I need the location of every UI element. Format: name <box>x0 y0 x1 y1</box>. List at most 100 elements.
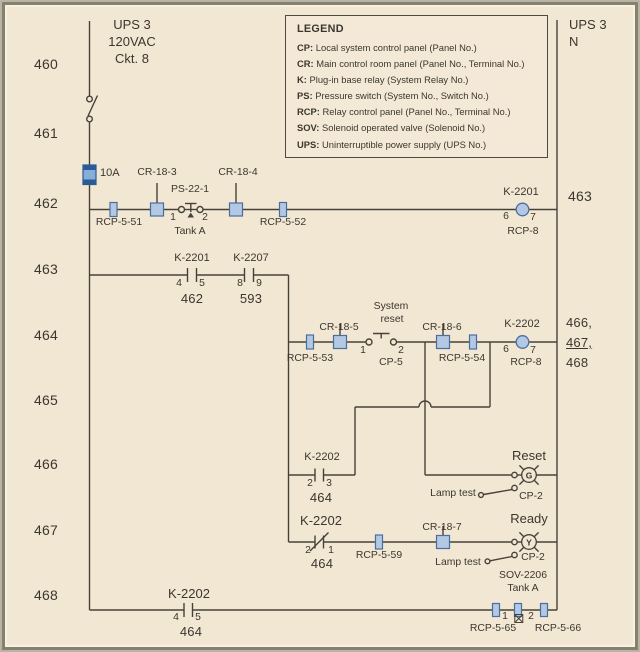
coil-k2202-panel-label: RCP-8 <box>510 357 542 368</box>
left-rail-voltage-label: 120VAC <box>108 34 156 49</box>
sov-contact-terminal-4: 4 <box>173 612 179 623</box>
panel-contact-cr-18-6-icon <box>435 324 451 350</box>
line-number-468: 468 <box>34 587 58 603</box>
line-number-464: 464 <box>34 327 58 343</box>
row464-rcp-right-label: RCP-5-54 <box>438 353 486 364</box>
legend-entry: CP: Local system control panel (Panel No… <box>297 42 477 53</box>
terminal-rcp-5-53-icon <box>305 334 315 350</box>
solenoid-coil-icon <box>513 602 524 623</box>
line-number-465: 465 <box>34 392 58 408</box>
fuse-rating-label: 10A <box>100 167 120 179</box>
pressure-switch-icon <box>177 202 204 218</box>
relay-coil-k2202-icon <box>515 335 530 349</box>
coil-k2202-label: K-2202 <box>504 318 540 330</box>
seal-contact-ref: 464 <box>309 490 333 505</box>
row462-cr-left-label: CR-18-3 <box>137 167 177 178</box>
contact-k2207-label: K-2207 <box>233 252 269 264</box>
panel-contact-cr-18-7-icon <box>435 526 451 550</box>
line-number-467: 467 <box>34 522 58 538</box>
line-number-466: 466 <box>34 456 58 472</box>
legend-entry: SOV: Solenoid operated valve (Solenoid N… <box>297 122 486 134</box>
ready-lamp-label: Ready <box>510 511 548 526</box>
contact-k2207-ref: 593 <box>239 291 263 306</box>
pushbutton-terminal-1: 1 <box>360 345 366 356</box>
reset-lamp-icon <box>511 464 540 486</box>
sov-terminal-1: 1 <box>502 611 508 622</box>
branch-wires <box>354 342 491 475</box>
panel-contact-cr-18-4-icon <box>228 183 244 217</box>
terminal-rcp-5-59-icon <box>374 534 384 550</box>
row467-cr-label: CR-18-7 <box>422 522 462 533</box>
legend-entry: RCP: Relay control panel (Panel No., Ter… <box>297 106 511 118</box>
terminal-rcp-5-51-icon <box>109 201 118 218</box>
pressure-switch-label: PS-22-1 <box>170 184 210 195</box>
nc-contact-terminal-1: 1 <box>328 545 334 556</box>
contact-k2201-ref: 462 <box>180 291 204 306</box>
row464-cr-left-label: CR-18-5 <box>319 322 359 333</box>
nc-contact-terminal-2: 2 <box>305 545 311 556</box>
panel-contact-cr-18-3-icon <box>149 183 165 217</box>
reset-lamp-panel-label: CP-2 <box>519 491 543 502</box>
nc-contact-ref: 464 <box>310 556 334 571</box>
sov-terminal-2: 2 <box>528 611 534 622</box>
contact-k2201-terminal-5: 5 <box>199 278 205 289</box>
legend-entries: CP: Local system control panel (Panel No… <box>297 40 541 153</box>
pushbutton-label-line2: reset <box>380 314 404 325</box>
right-rail-source-label: UPS 3 <box>569 17 607 32</box>
line-number-461: 461 <box>34 125 58 141</box>
reset-lamp-test-label: Lamp test <box>430 488 476 499</box>
pushbutton-label-line1: System <box>373 301 409 312</box>
row468-rcp-right-label: RCP-5-66 <box>534 623 582 634</box>
legend-title: LEGEND <box>297 23 344 35</box>
row464-cr-right-label: CR-18-6 <box>422 322 462 333</box>
coil-k2201-label: K-2201 <box>503 186 539 198</box>
legend-box: LEGEND CP: Local system control panel (P… <box>285 15 548 158</box>
right-rail-neutral-label: N <box>569 34 579 49</box>
cross-ref-463: 463 <box>568 188 592 204</box>
cross-ref-467: 467, <box>566 335 593 350</box>
coil-k2202-terminal-7: 7 <box>530 345 536 356</box>
row468-rcp-left-label: RCP-5-65 <box>469 623 517 634</box>
ready-lamp-test-label: Lamp test <box>435 557 481 568</box>
panel-contact-cr-18-5-icon <box>332 324 348 350</box>
terminal-rcp-5-65-icon <box>491 602 501 618</box>
terminal-rcp-5-52-icon <box>278 201 288 218</box>
contact-k2202-seal-icon <box>314 468 325 482</box>
ready-lamp-panel-label: CP-2 <box>521 552 545 563</box>
pressure-switch-tank-label: Tank A <box>174 226 206 237</box>
contact-k2202-sov-icon <box>183 603 194 617</box>
pressure-switch-terminal-1: 1 <box>170 212 176 223</box>
legend-entry: PS: Pressure switch (System No., Switch … <box>297 90 489 102</box>
seal-contact-terminal-2: 2 <box>307 478 313 489</box>
terminal-rcp-5-54-icon <box>468 334 478 350</box>
coil-k2202-terminal-6: 6 <box>503 344 509 355</box>
reset-lamp-letter: G <box>525 470 533 481</box>
row463-wire <box>89 274 290 542</box>
contact-k2201-terminal-4: 4 <box>176 278 182 289</box>
sov-tank-label: Tank A <box>507 583 539 594</box>
nc-contact-label: K-2202 <box>300 513 342 528</box>
sov-contact-terminal-5: 5 <box>195 612 201 623</box>
relay-coil-k2201-icon <box>515 202 530 217</box>
sov-label: SOV-2206 <box>499 570 547 581</box>
contact-k2207-icon <box>243 268 255 282</box>
terminal-rcp-5-66-icon <box>539 602 549 618</box>
row464-rcp-left-label: RCP-5-53 <box>286 353 334 364</box>
coil-k2201-panel-label: RCP-8 <box>507 226 539 237</box>
sov-contact-ref: 464 <box>179 624 203 639</box>
line-number-462: 462 <box>34 195 58 211</box>
row462-cr-right-label: CR-18-4 <box>218 167 258 178</box>
line-number-463: 463 <box>34 261 58 277</box>
row462-rcp-left-label: RCP-5-51 <box>95 217 143 228</box>
ready-lamp-icon <box>511 531 540 553</box>
row462-rcp-right-label: RCP-5-52 <box>259 217 307 228</box>
left-rail-circuit-label: Ckt. 8 <box>115 51 149 66</box>
line-number-460: 460 <box>34 56 58 72</box>
pushbutton-system-reset-icon <box>365 332 398 346</box>
fuse-icon <box>82 164 97 186</box>
reset-lamp-test-switch-icon <box>477 484 518 499</box>
cross-ref-466: 466, <box>566 315 593 330</box>
left-rail-source-label: UPS 3 <box>113 17 151 32</box>
